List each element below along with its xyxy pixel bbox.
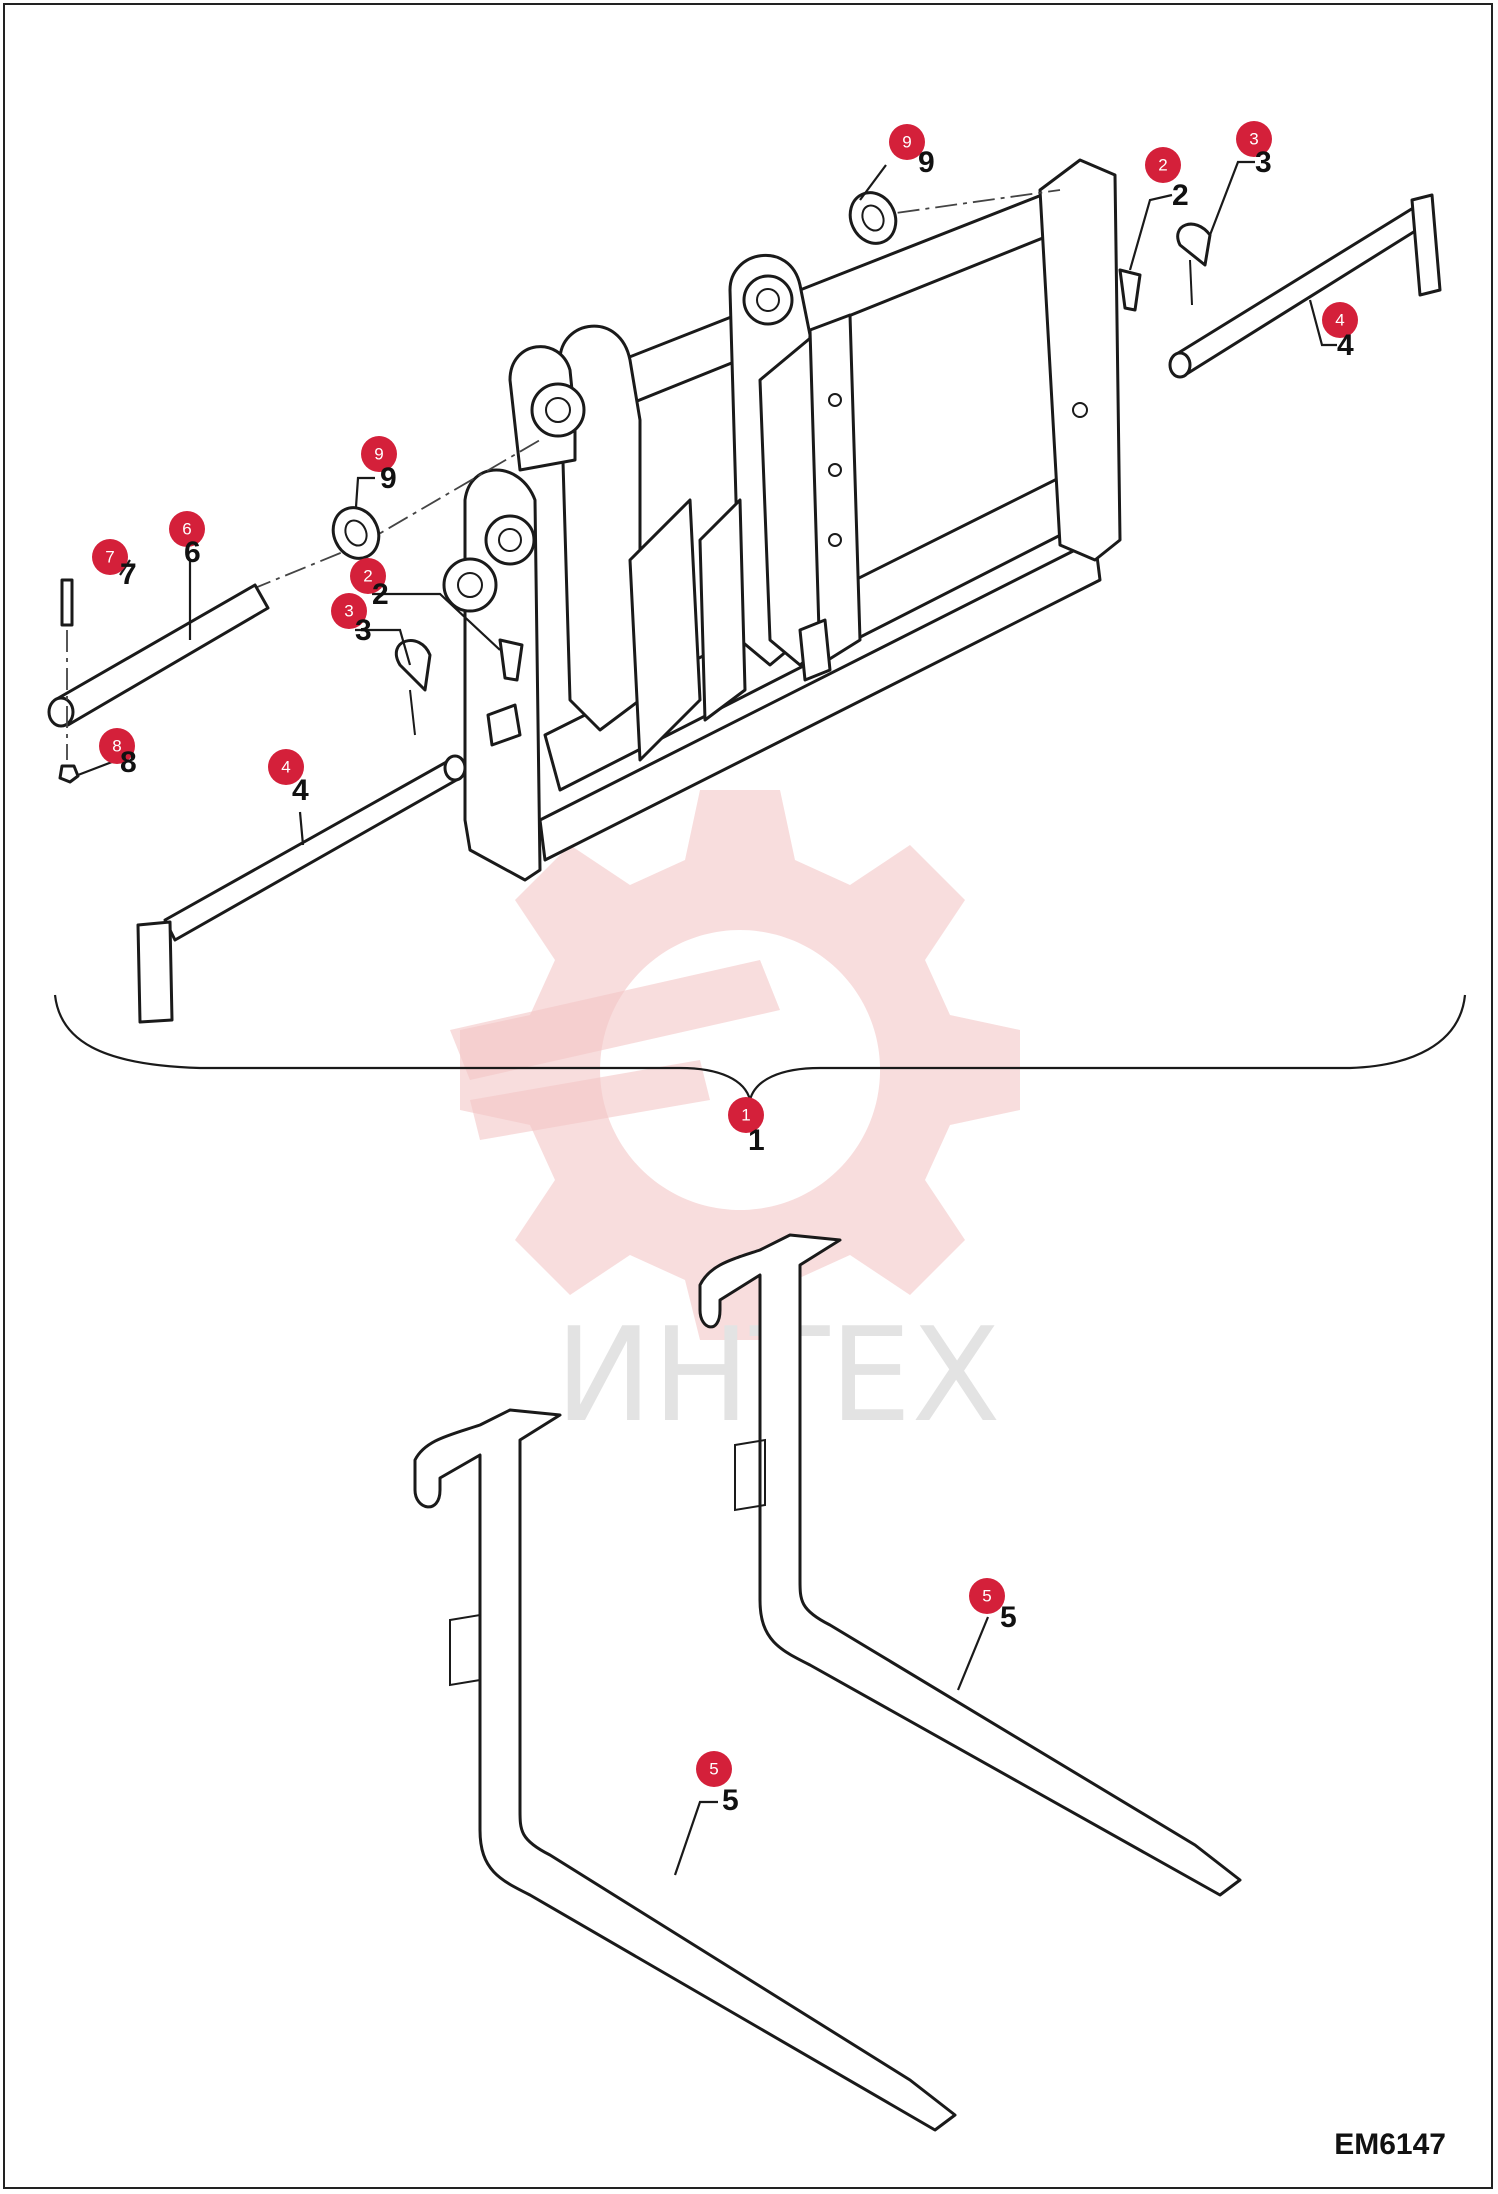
callout-badge [268, 749, 304, 785]
callout-badge-number: 9 [902, 133, 911, 152]
callout-4-right: 44 [1308, 299, 1358, 362]
carriage-frame [249, 158, 1122, 882]
callout-label-number: 4 [292, 774, 309, 807]
callout-badge-number: 7 [105, 548, 114, 567]
callout-label-number: 7 [120, 558, 137, 591]
callout-4-left: 44 [268, 749, 309, 846]
callout-badge [728, 1097, 764, 1133]
leader-line [119, 559, 131, 576]
leader-line [77, 760, 113, 777]
callout-badge [1145, 147, 1181, 183]
callout-badge [969, 1578, 1005, 1614]
pin-6 [47, 583, 270, 728]
callout-badge-number: 3 [1249, 130, 1258, 149]
callout-badge [889, 124, 925, 160]
drawing-frame [3, 3, 1493, 2189]
callout-badge-number: 5 [709, 1760, 718, 1779]
lynch-pin-left [394, 639, 432, 736]
callout-3-right: 33 [1208, 121, 1272, 236]
callout-badge-number: 2 [1158, 156, 1167, 175]
callout-3-left: 33 [331, 593, 412, 666]
leader-line [298, 811, 305, 846]
callout-badge-number: 3 [344, 602, 353, 621]
callout-9-left: 99 [354, 436, 397, 508]
lynch-pin-right [1176, 222, 1212, 306]
callout-label-number: 6 [184, 536, 201, 569]
callout-badge [361, 436, 397, 472]
callout-6: 66 [169, 511, 205, 640]
washer-top [848, 191, 898, 245]
leader-line [673, 1800, 718, 1876]
callout-label-number: 5 [1000, 1601, 1017, 1634]
washer-left [331, 506, 381, 560]
callout-9-top: 99 [859, 124, 935, 201]
leader-line [354, 476, 375, 508]
callout-badge-number: 1 [741, 1106, 750, 1125]
callout-label-number: 2 [1172, 179, 1189, 212]
pin-left [136, 754, 467, 1024]
callout-badge-number: 4 [281, 758, 290, 777]
leader-line [372, 592, 501, 651]
leader-line [1208, 160, 1255, 236]
callout-badge-number: 6 [182, 520, 191, 539]
pin-right [1168, 193, 1442, 379]
watermark-gear-icon [460, 790, 1020, 1340]
callout-badge [350, 558, 386, 594]
callout-5-left: 55 [673, 1751, 739, 1876]
callout-label-number: 2 [372, 578, 389, 611]
callout-badge [331, 593, 367, 629]
callout-badge [696, 1751, 732, 1787]
drawing-code: EM6147 [1334, 2128, 1446, 2161]
callout-label-number: 3 [355, 614, 372, 647]
callout-1: 11 [728, 1097, 765, 1157]
callout-5-right: 55 [956, 1578, 1017, 1691]
callout-2-left: 22 [350, 558, 501, 651]
callout-badge-number: 2 [363, 567, 372, 586]
leader-line [1308, 299, 1337, 347]
callout-label-number: 3 [1255, 146, 1272, 179]
callout-label-number: 9 [380, 462, 397, 495]
callout-badge [92, 539, 128, 575]
leader-line [355, 628, 412, 666]
callout-label-number: 9 [918, 146, 935, 179]
callout-badge-number: 4 [1335, 311, 1344, 330]
watermark-wrench-icon [450, 960, 780, 1140]
callout-badge-number: 8 [112, 737, 121, 756]
callout-badge-number: 5 [982, 1587, 991, 1606]
callout-badge [1236, 121, 1272, 157]
fork-right [698, 1233, 1242, 1897]
bolt-7 [60, 578, 74, 760]
callout-label-number: 8 [120, 746, 137, 779]
callout-label-number: 5 [722, 1784, 739, 1817]
fork-left [413, 1408, 957, 2132]
leader-line [859, 164, 887, 201]
callout-badge [169, 511, 205, 547]
callout-label-number: 1 [748, 1124, 765, 1157]
callout-8: 88 [77, 728, 137, 779]
callout-badge [99, 728, 135, 764]
callout-badge [1322, 302, 1358, 338]
leader-line [1128, 193, 1173, 271]
clip-left [498, 638, 524, 682]
callout-badge-number: 9 [374, 445, 383, 464]
callout-2-right: 22 [1128, 147, 1189, 271]
leader-line [956, 1616, 990, 1691]
clip-right [1118, 268, 1142, 312]
nut-8 [58, 764, 80, 784]
callout-7: 77 [92, 539, 137, 591]
callout-label-number: 4 [1337, 329, 1354, 362]
